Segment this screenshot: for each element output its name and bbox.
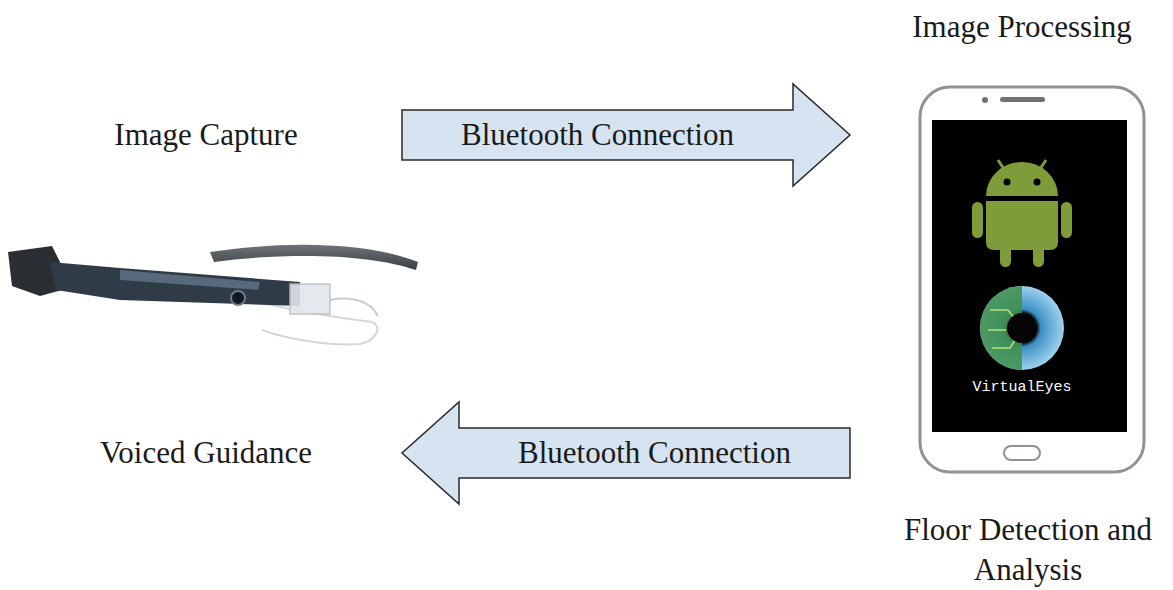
android-antenna	[1038, 160, 1046, 172]
android-logo	[972, 160, 1072, 267]
glasses-band	[210, 245, 418, 270]
glasses-camera	[231, 291, 245, 305]
stage-label: Floor Detection and Analysis	[878, 510, 1173, 590]
android-arm	[1061, 202, 1072, 238]
connection-label: Bluetooth Connection	[461, 116, 734, 153]
smartphone	[920, 87, 1144, 472]
stage-label: Voiced Guidance	[100, 433, 312, 473]
eye-logo	[980, 286, 1064, 370]
eye-pupil	[1007, 313, 1037, 343]
smart-glasses	[8, 245, 418, 345]
phone-speaker	[1000, 97, 1045, 102]
glasses-highlight	[120, 270, 260, 290]
android-eye	[1004, 179, 1011, 186]
android-body	[986, 201, 1058, 250]
glasses-prism	[290, 284, 330, 314]
android-arm	[972, 202, 983, 238]
android-leg	[1033, 245, 1044, 267]
android-eye	[1034, 179, 1041, 186]
stage-label: Image Processing	[912, 7, 1132, 47]
phone-sensor	[982, 97, 988, 103]
glasses-frame	[330, 299, 378, 316]
block-arrow	[402, 402, 850, 504]
app-name: VirtualEyes	[972, 378, 1071, 398]
eye-iris	[980, 286, 1064, 370]
phone-body	[920, 87, 1144, 472]
phone-node: Image ProcessingVirtualEyesFloor Detecti…	[850, 2, 1170, 588]
connection-label: Bluetooth Connection	[518, 434, 791, 471]
stage-label: Image Capture	[114, 115, 297, 155]
android-leg	[1000, 245, 1011, 267]
glasses-housing	[50, 262, 300, 306]
android-antenna	[998, 160, 1006, 172]
android-head	[986, 162, 1058, 196]
phone-screen	[932, 120, 1127, 432]
phone-home-button	[1004, 446, 1040, 460]
glasses-node: Image CaptureVoiced Guidance	[10, 80, 402, 500]
block-arrow	[402, 84, 850, 186]
